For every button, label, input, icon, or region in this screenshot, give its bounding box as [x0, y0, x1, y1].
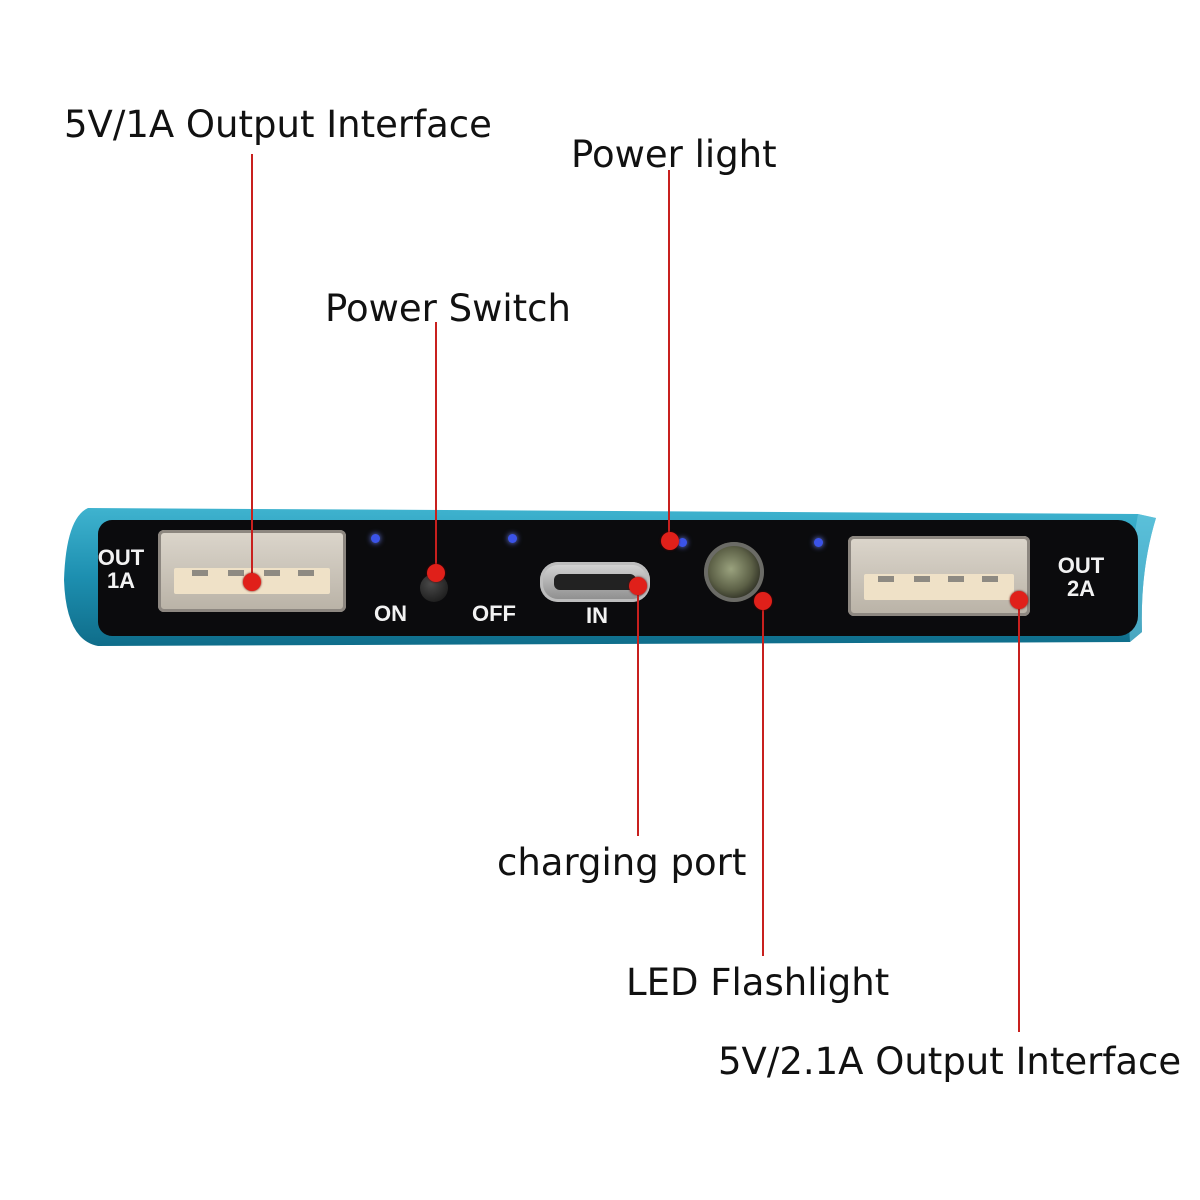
indicator-led-1: [371, 534, 380, 543]
leader-out-21a: [1018, 600, 1020, 1032]
marker-power-light: [661, 532, 679, 550]
indicator-led-4: [814, 538, 823, 547]
out-1a-marking: OUT 1A: [88, 546, 154, 592]
label-out-1a-interface: 5V/1A Output Interface: [64, 103, 492, 146]
out-2a-marking: OUT 2A: [1048, 554, 1114, 600]
leader-out-1a: [251, 154, 253, 580]
indicator-led-2: [508, 534, 517, 543]
led-flashlight-lens: [704, 542, 764, 602]
micro-usb-input-port[interactable]: [540, 562, 650, 602]
marker-charging-port: [629, 577, 647, 595]
leader-charging-port: [637, 584, 639, 836]
usb-pin: [192, 570, 208, 576]
usb-pin: [982, 576, 998, 582]
out-1a-marking-line1: OUT: [97, 545, 145, 570]
usb-pin: [228, 570, 244, 576]
out-2a-marking-line1: OUT: [1057, 553, 1105, 578]
marker-power-switch: [427, 564, 445, 582]
usb-pin: [914, 576, 930, 582]
switch-off-marking: OFF: [472, 601, 516, 626]
label-power-switch: Power Switch: [325, 287, 571, 330]
label-out-21a-interface: 5V/2.1A Output Interface: [718, 1040, 1182, 1083]
marker-out-1a: [243, 573, 261, 591]
usb-pin: [298, 570, 314, 576]
out-2a-marking-line2: 2A: [1066, 576, 1096, 602]
out-1a-marking-line2: 1A: [106, 568, 136, 594]
usb-pin: [948, 576, 964, 582]
switch-on-marking: ON: [374, 601, 407, 626]
indicator-led-3: [678, 538, 687, 547]
label-led-flashlight: LED Flashlight: [626, 961, 890, 1004]
leader-led-flashlight: [762, 602, 764, 956]
leader-power-switch: [435, 322, 437, 574]
marker-out-21a: [1010, 591, 1028, 609]
marker-led-flashlight: [754, 592, 772, 610]
usb-port-2a[interactable]: [848, 536, 1030, 616]
input-in-marking: IN: [586, 603, 608, 628]
leader-power-light: [668, 170, 670, 540]
usb-pin: [878, 576, 894, 582]
power-bank-device: OUT 1A ON OFF IN OUT 2A: [58, 500, 1160, 650]
label-charging-port: charging port: [497, 841, 747, 884]
label-power-light: Power light: [571, 133, 777, 176]
usb-pin: [264, 570, 280, 576]
micro-usb-slot: [554, 574, 636, 590]
